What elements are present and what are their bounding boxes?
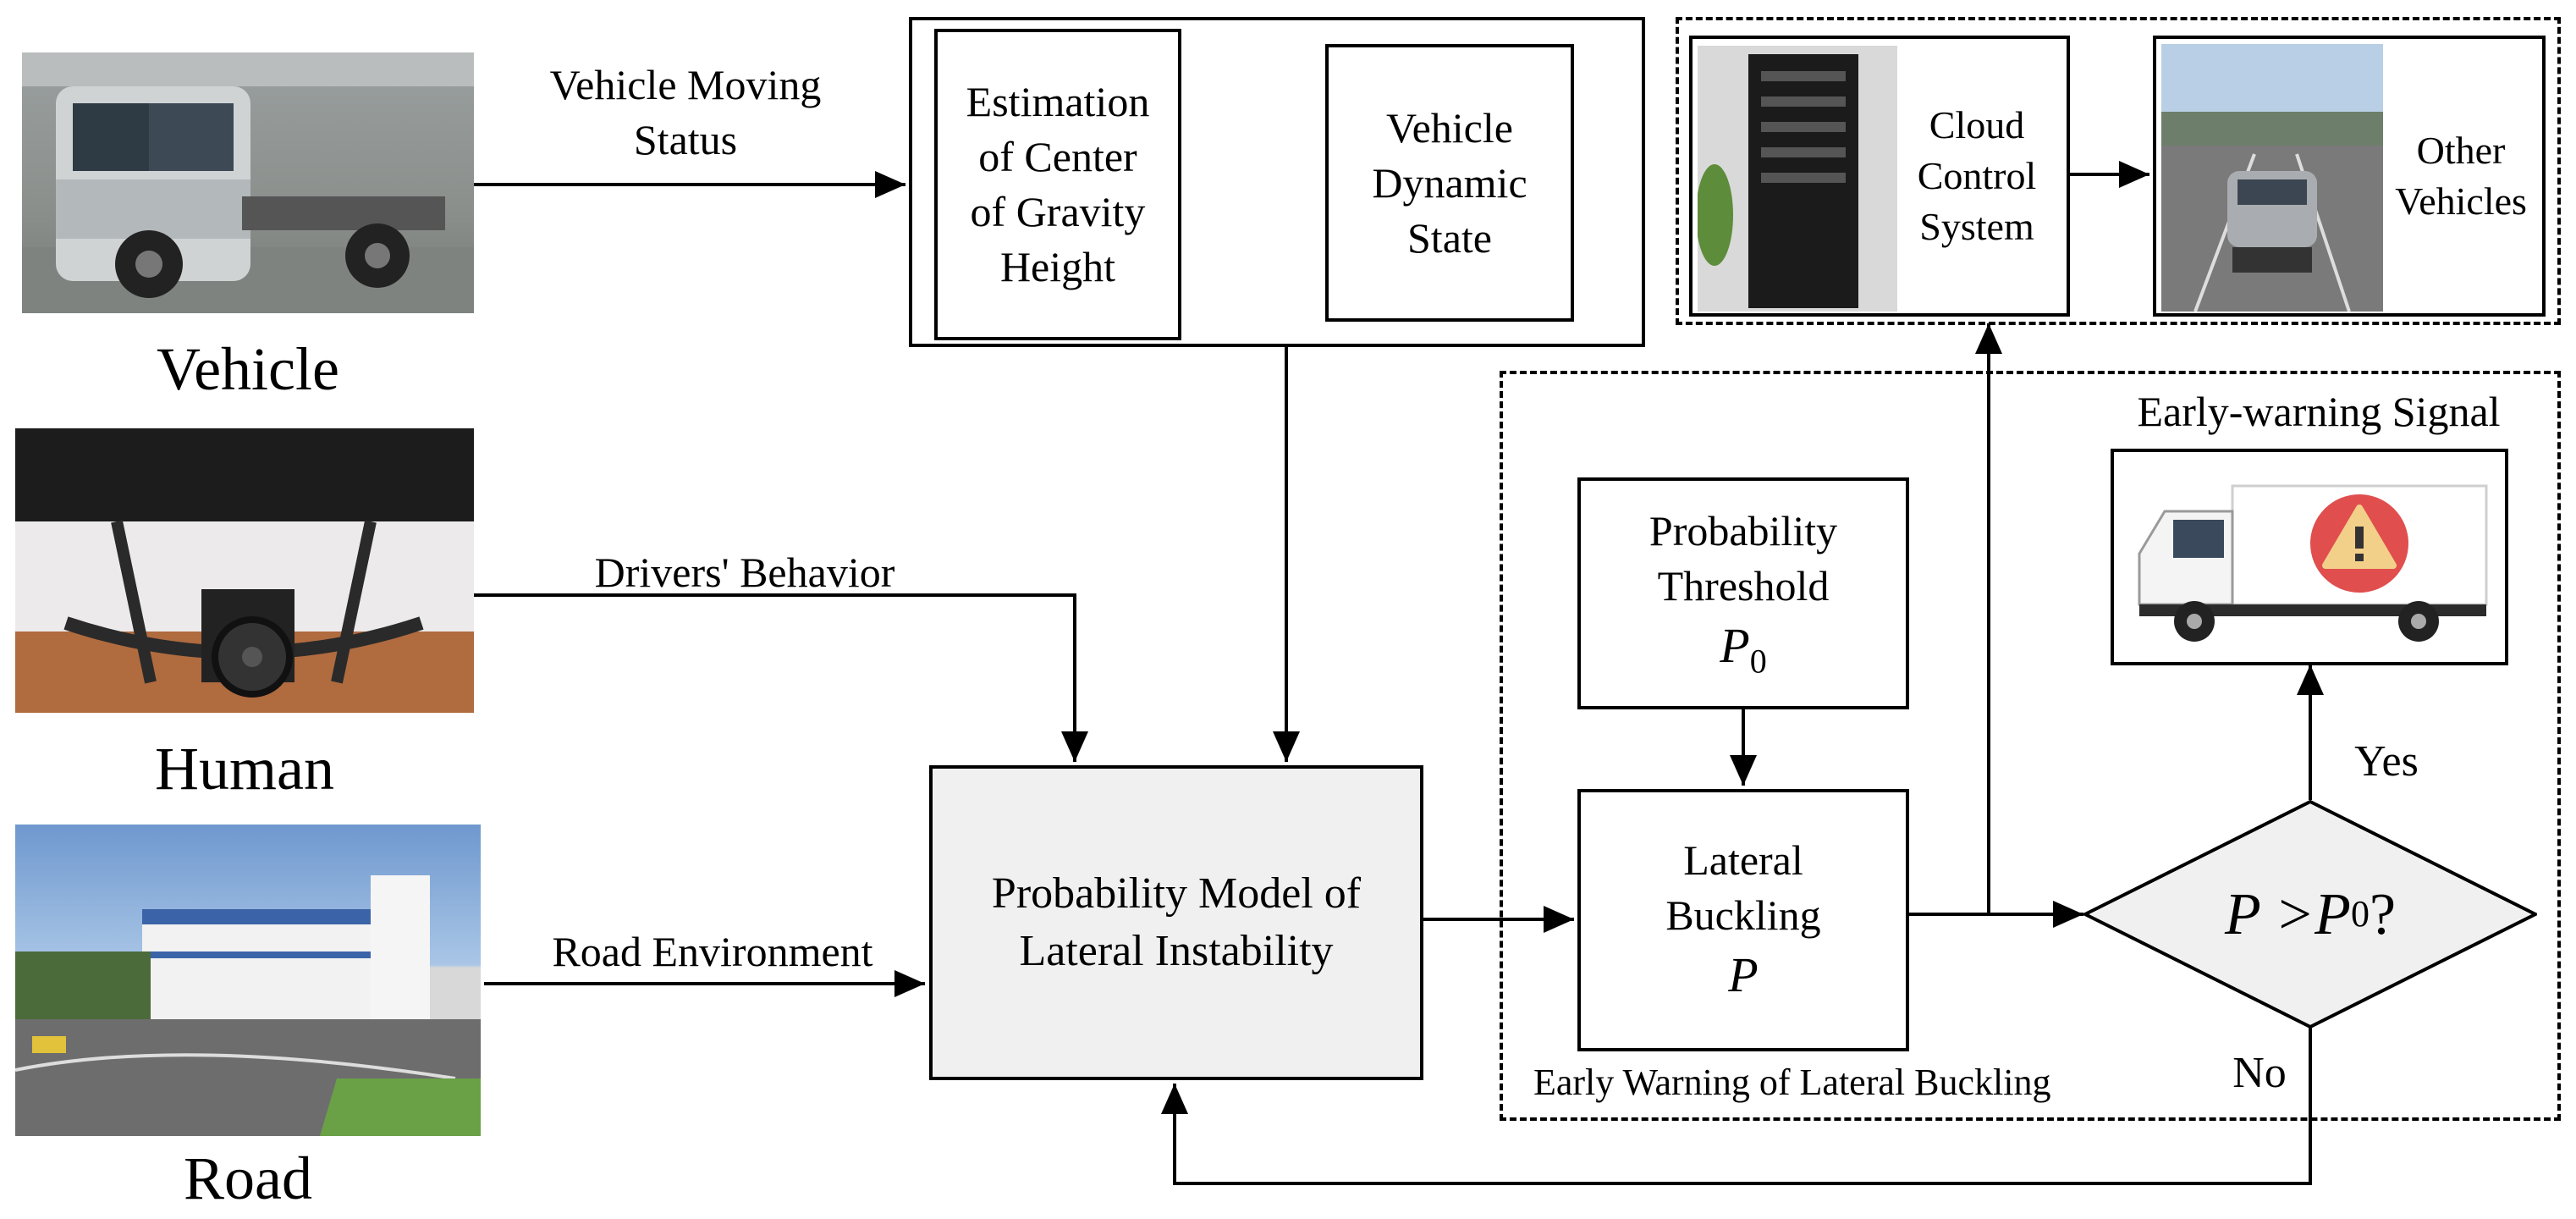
human-label: Human [155,735,334,803]
cog-estimation-box: Estimation of Center of Gravity Height [934,29,1181,340]
early-warning-region [1500,371,2561,1121]
buckling-symbol: P [1728,947,1759,1003]
driving-simulator-image [15,428,474,713]
warning-signal-box [2111,449,2508,665]
server-rack-image [1698,46,1897,312]
truck-image [22,52,474,313]
road-label: Road [184,1145,312,1212]
other-vehicles-box: Other Vehicles [2153,36,2546,317]
dynamic-state-label: Vehicle Dynamic State [1372,103,1527,262]
vehicle-label: Vehicle [157,335,339,403]
buckling-label: Lateral Buckling [1665,836,1821,940]
other-vehicles-label: Other Vehicles [2395,129,2527,223]
dynamic-state-box: Vehicle Dynamic State [1325,44,1574,322]
drivers-behavior-label: Drivers' Behavior [594,549,895,596]
road-photo [15,825,481,1136]
threshold-label: Probability Threshold [1649,506,1838,610]
probability-model-label: Probability Model of Lateral Instability [991,869,1362,975]
vehicle-moving-status-label: Vehicle Moving Status [549,61,822,163]
probability-model-box: Probability Model of Lateral Instability [929,765,1423,1080]
human-photo [15,428,474,713]
arrow-decision-no [1161,1027,2312,1185]
road-image [15,875,481,1136]
other-vehicles-image [2161,44,2383,312]
warning-truck-image [2138,484,2488,642]
decision-diamond [2083,800,2537,1029]
road-environment-label: Road Environment [552,928,873,975]
no-label: No [2232,1049,2287,1097]
yes-label: Yes [2354,737,2419,786]
lateral-buckling-box: Lateral Buckling P [1577,789,1909,1051]
vehicle-photo [22,52,474,313]
early-warning-signal-label: Early-warning Signal [2137,388,2501,435]
cloud-control-system-box: Cloud Control System [1689,36,2070,317]
cog-estimation-label: Estimation of Center of Gravity Height [966,78,1150,290]
early-warning-region-label: Early Warning of Lateral Buckling [1533,1062,2051,1103]
threshold-symbol: P0 [1720,617,1767,681]
cloud-control-system-label: Cloud Control System [1917,103,2037,248]
cloud-region [1676,17,2561,325]
probability-threshold-box: Probability Threshold P0 [1577,477,1909,709]
arrow-human-to-model [474,593,1088,762]
